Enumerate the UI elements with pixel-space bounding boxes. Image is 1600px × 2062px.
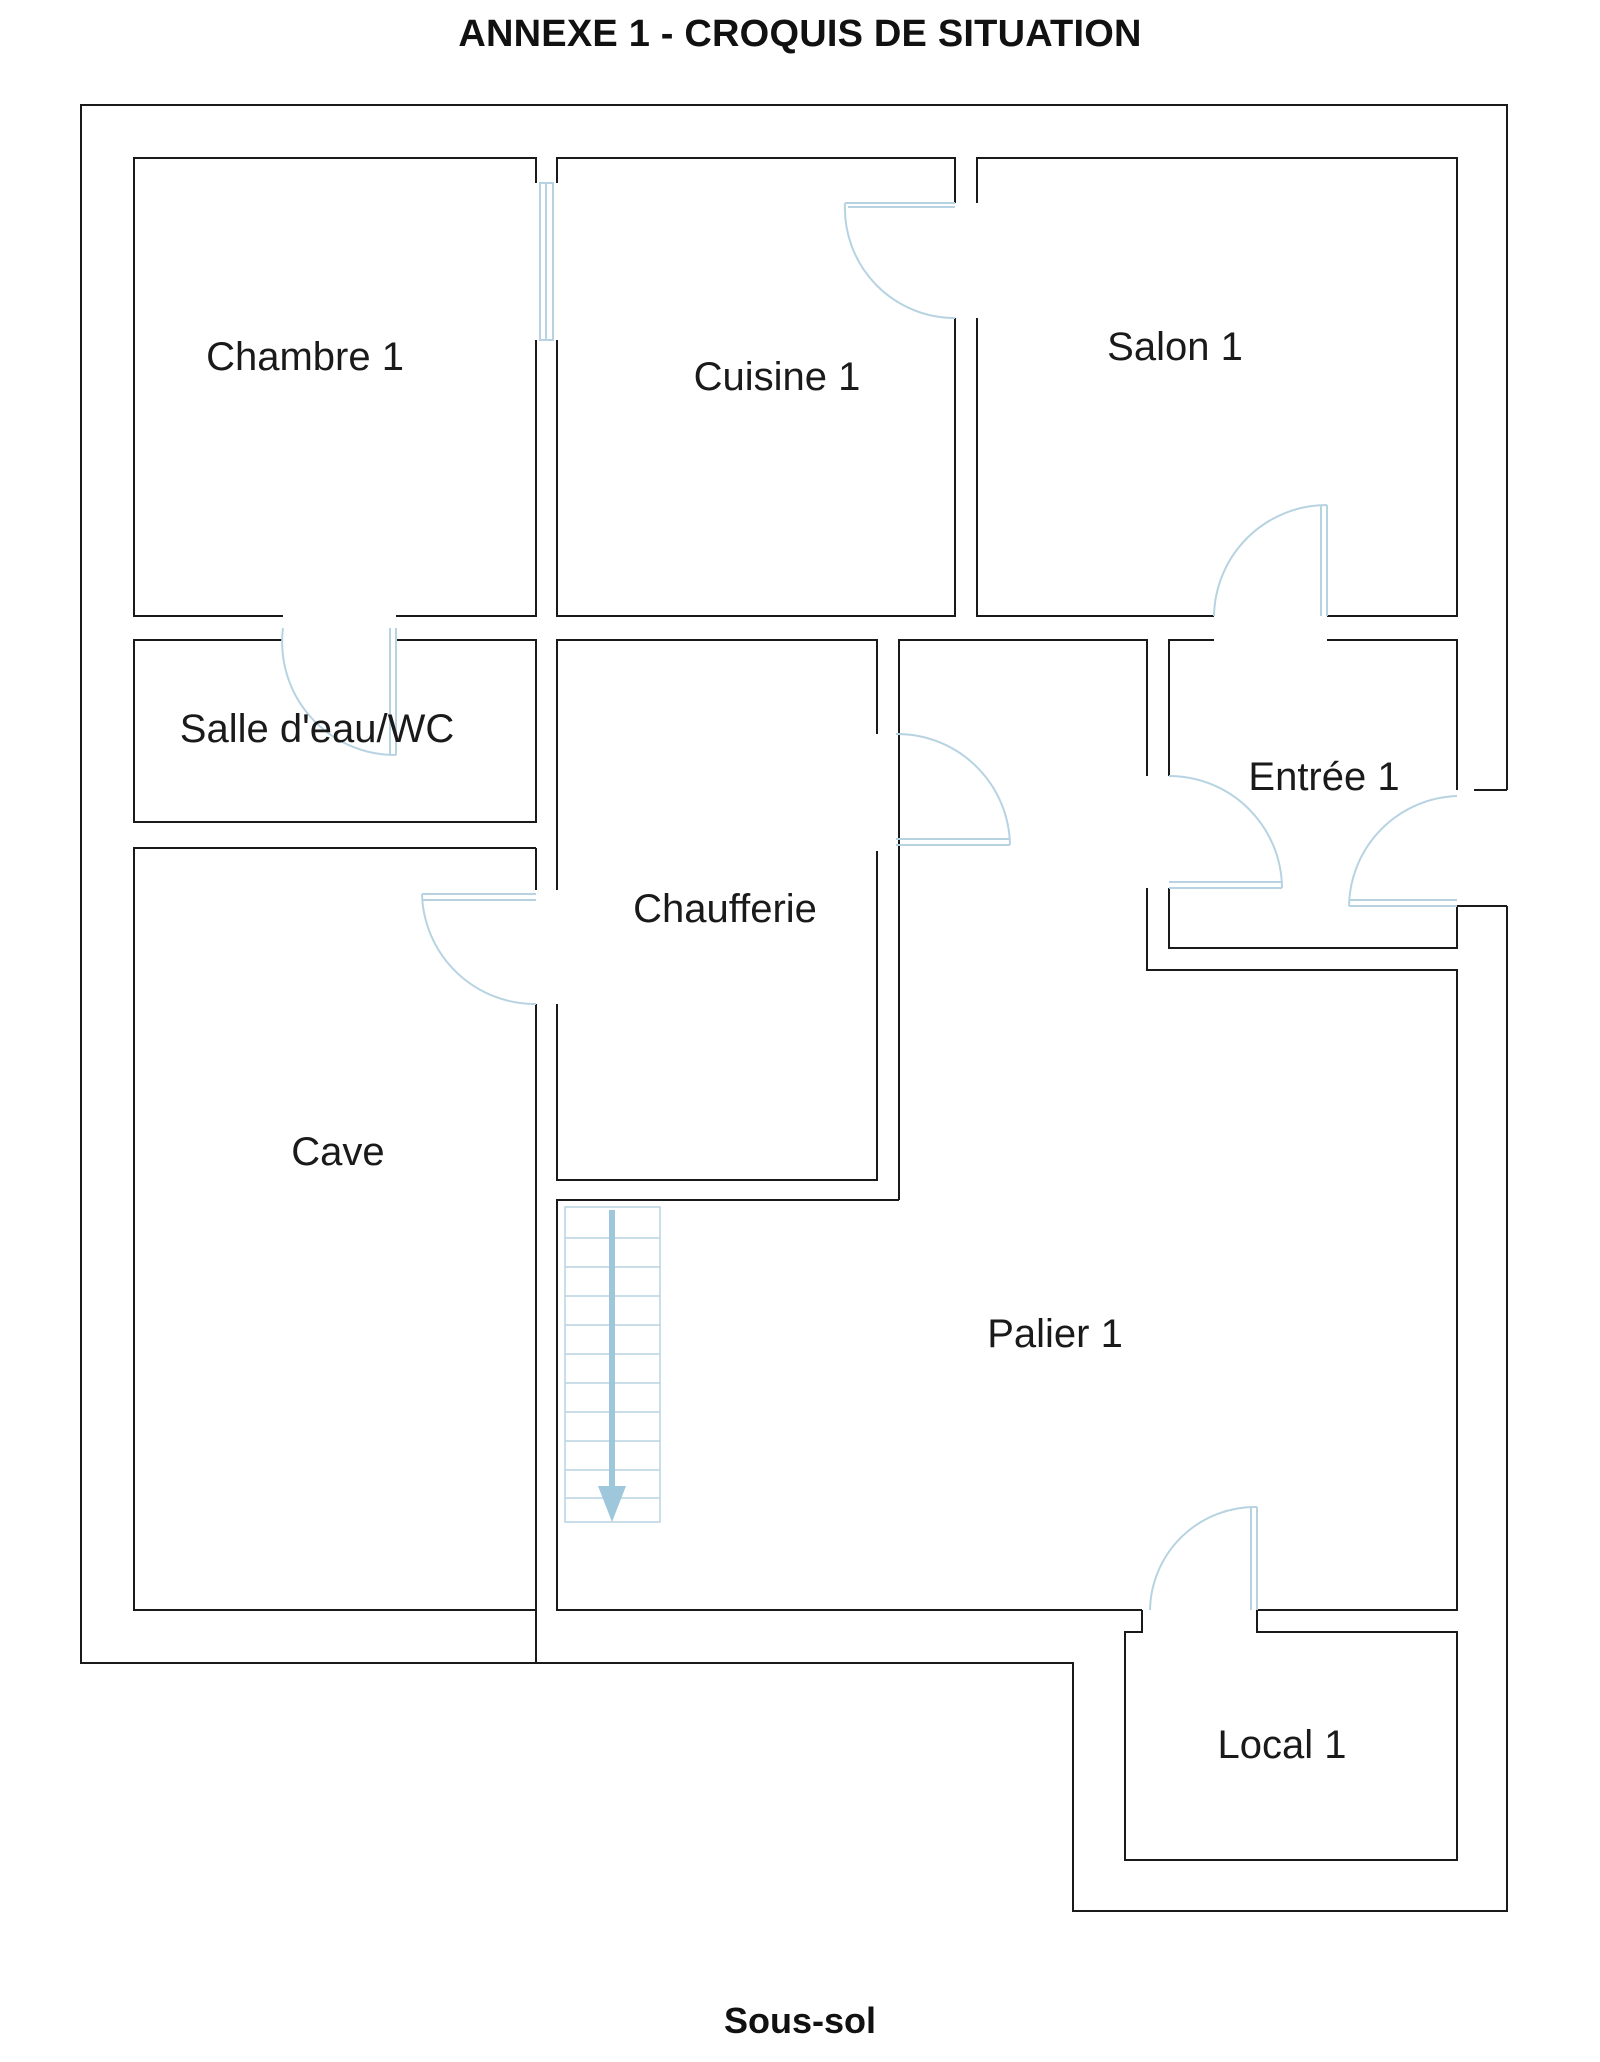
room-label-chambre: Chambre 1 — [206, 335, 404, 379]
room-label-local: Local 1 — [1218, 1723, 1347, 1767]
room-label-salle-eau: Salle d'eau/WC — [180, 707, 454, 751]
room-label-cuisine: Cuisine 1 — [694, 355, 861, 399]
room-label-cave: Cave — [291, 1130, 384, 1174]
interior-walls — [133, 157, 1458, 1861]
door-swing-icon — [281, 182, 1458, 1611]
room-label-salon: Salon 1 — [1107, 325, 1243, 369]
room-label-chaufferie: Chaufferie — [633, 887, 817, 931]
staircase-down-icon — [564, 1206, 661, 1523]
level-caption: Sous-sol — [723, 2000, 876, 2041]
exterior-walls — [80, 104, 1508, 1912]
room-label-palier: Palier 1 — [987, 1312, 1123, 1356]
page-title: ANNEXE 1 - CROQUIS DE SITUATION — [458, 13, 1142, 55]
room-label-entree: Entrée 1 — [1248, 755, 1399, 799]
